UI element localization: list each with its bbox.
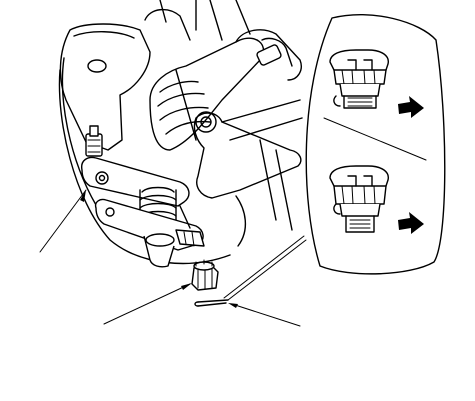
- lower-control-arm: [193, 99, 303, 247]
- inset-detail-upper: [329, 49, 389, 109]
- direction-arrow-right-icon: [398, 212, 424, 234]
- leader-line-tool: [39, 189, 87, 253]
- inset-detail-lower: [329, 165, 389, 233]
- direction-arrow-right-icon: [398, 96, 424, 118]
- cotter-pin: [194, 299, 229, 307]
- ball-joint-remover: [81, 125, 205, 268]
- leader-line-nut: [103, 283, 192, 325]
- detail-inset: [305, 14, 446, 275]
- leader-line-inset: [223, 235, 307, 301]
- leader-line-cotter-pin: [228, 303, 301, 327]
- knuckle-assembly: [58, 0, 231, 265]
- castle-nut: [191, 259, 219, 291]
- drive-shaft-boot: [149, 0, 302, 151]
